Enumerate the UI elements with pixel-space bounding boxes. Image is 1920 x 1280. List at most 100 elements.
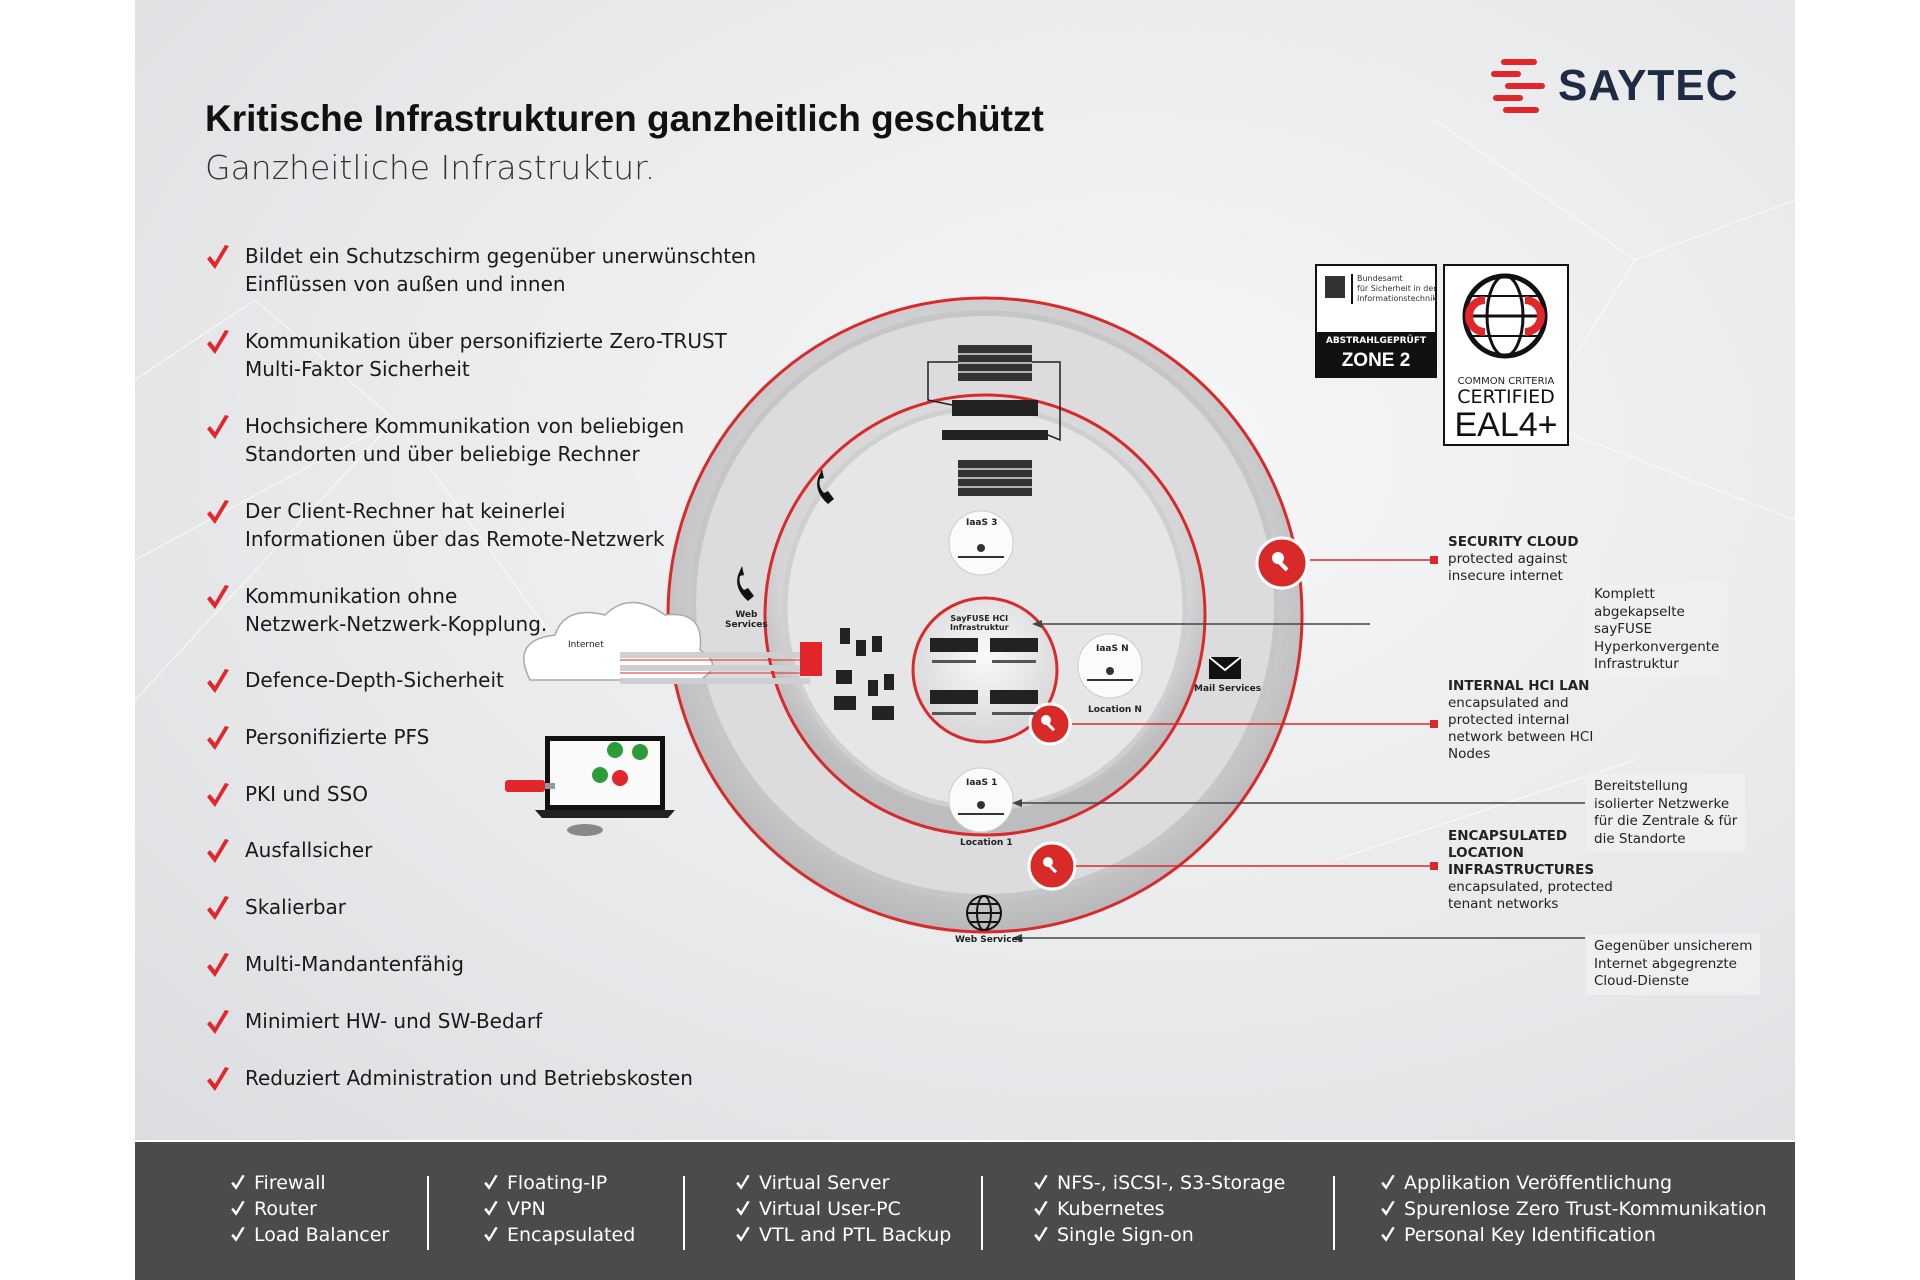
iaas-node-n	[1077, 633, 1143, 699]
hci-servers	[930, 638, 1038, 704]
bottom-item-label: VPN	[507, 1198, 546, 1220]
cc-line2: CERTIFIED	[1457, 386, 1555, 408]
check-icon	[484, 1227, 498, 1242]
check-icon	[231, 1175, 245, 1190]
bottom-item-label: Spurenlose Zero Trust-Kommunikation	[1404, 1198, 1767, 1220]
bottom-item-label: Single Sign-on	[1057, 1224, 1194, 1246]
note-gegenueber: Gegenüber unsicherem Internet abgegrenzt…	[1586, 934, 1761, 995]
bottom-item: Floating-IP	[483, 1170, 635, 1196]
bottom-item: VTL and PTL Backup	[735, 1222, 951, 1248]
feature-item: Kommunikation ohne Netzwerk-Netzwerk-Kop…	[205, 582, 547, 638]
bottom-item: NFS-, iSCSI-, S3-Storage	[1033, 1170, 1285, 1196]
page-title: Kritische Infrastrukturen ganzheitlich g…	[205, 98, 1044, 139]
check-icon	[207, 953, 229, 977]
check-icon	[1034, 1201, 1048, 1216]
firewall-middle	[958, 460, 1032, 496]
check-icon	[484, 1175, 498, 1190]
bsi-line2: ZONE 2	[1341, 350, 1411, 371]
cc-line1: COMMON CRITERIA	[1457, 376, 1555, 387]
check-icon	[1381, 1175, 1395, 1190]
location1-label: Location 1	[960, 838, 1013, 848]
bottom-separator	[427, 1176, 429, 1250]
bottom-item: Personal Key Identification	[1380, 1222, 1767, 1248]
phone-icon-web	[737, 566, 754, 601]
feature-text: Kommunikation über personifizierte Zero-…	[245, 329, 727, 381]
check-icon	[736, 1175, 750, 1190]
check-icon	[1034, 1227, 1048, 1242]
feature-text: Der Client-Rechner hat keinerlei Informa…	[245, 499, 665, 551]
bottom-item-label: Router	[254, 1198, 317, 1220]
bottom-item: Spurenlose Zero Trust-Kommunikation	[1380, 1196, 1767, 1222]
feature-item: Bildet ein Schutzschirm gegenüber unerwü…	[205, 242, 756, 298]
mail-icon	[1208, 656, 1242, 679]
bottom-item-label: Load Balancer	[254, 1224, 390, 1246]
bottom-item: Encapsulated	[483, 1222, 635, 1248]
web-services-top-label: Web Services	[725, 610, 768, 630]
feature-item: Minimiert HW- und SW-Bedarf	[205, 1007, 542, 1037]
feature-item: Personifizierte PFS	[205, 723, 429, 753]
bottom-separator	[1333, 1176, 1335, 1250]
brand-name: SAYTEC	[1558, 61, 1739, 110]
check-icon	[207, 330, 229, 354]
bottom-item-label: Virtual User-PC	[759, 1198, 901, 1220]
callout-internal-hci-title: INTERNAL HCI LAN	[1448, 678, 1590, 694]
hci-ring	[911, 596, 1059, 744]
mail-services-label: Mail Services	[1194, 684, 1262, 694]
firewall-top	[958, 345, 1032, 381]
iaas-node-3	[948, 510, 1014, 576]
check-icon	[207, 1067, 229, 1091]
iaas3-label: IaaS 3	[966, 518, 998, 528]
bottom-item-label: Kubernetes	[1057, 1198, 1165, 1220]
router-devices	[927, 361, 1061, 442]
network-mesh-background	[135, 119, 1795, 861]
check-icon	[207, 726, 229, 750]
callout-security-cloud-text: protected against insecure internet	[1448, 551, 1568, 584]
check-icon	[1034, 1175, 1048, 1190]
check-icon	[736, 1201, 750, 1216]
bottom-item: Applikation Veröffentlichung	[1380, 1170, 1767, 1196]
check-icon	[736, 1227, 750, 1242]
bottom-item-label: Personal Key Identification	[1404, 1224, 1656, 1246]
key-icons	[1041, 552, 1289, 874]
bsi-authority: Bundesamt für Sicherheit in der Informat…	[1357, 274, 1437, 303]
check-icon	[207, 500, 229, 524]
phone-icon-top	[817, 469, 834, 504]
bottom-item-label: VTL and PTL Backup	[759, 1224, 952, 1246]
bottom-column: Floating-IP VPN Encapsulated	[483, 1170, 635, 1248]
feature-text: Multi-Mandantenfähig	[245, 952, 464, 976]
check-icon	[207, 415, 229, 439]
bottom-item-label: Encapsulated	[507, 1224, 636, 1246]
feature-text: Minimiert HW- und SW-Bedarf	[245, 1009, 543, 1033]
iaas-node-1	[948, 767, 1014, 833]
bsi-line1: ABSTRAHLGEPRÜFT	[1325, 336, 1427, 346]
bottom-item-label: Floating-IP	[507, 1172, 608, 1194]
feature-item: Kommunikation über personifizierte Zero-…	[205, 327, 727, 383]
iaas1-label: IaaS 1	[966, 778, 998, 788]
internet-label: Internet	[568, 640, 604, 650]
feature-item: Ausfallsicher	[205, 836, 372, 866]
cc-line3: EAL4+	[1454, 406, 1558, 444]
saytec-logo[interactable]: SAYTEC	[1490, 56, 1738, 116]
check-icon	[231, 1227, 245, 1242]
bottom-item: Router	[230, 1196, 389, 1222]
common-criteria-badge: COMMON CRITERIA CERTIFIED EAL4+	[1443, 264, 1569, 446]
web-services-bottom-label: Web Services	[955, 935, 1024, 945]
callout-encapsulated-title: ENCAPSULATED LOCATION INFRASTRUCTURES	[1448, 828, 1595, 878]
note-bereitstellung: Bereitstellung isolierter Netzwerke für …	[1586, 774, 1746, 852]
connector-lines	[1020, 623, 1585, 939]
callout-encapsulated: ENCAPSULATED LOCATION INFRASTRUCTURES en…	[1448, 828, 1613, 913]
check-icon	[207, 1010, 229, 1034]
bottom-separator	[981, 1176, 983, 1250]
bsi-zone2-badge: Bundesamt für Sicherheit in der Informat…	[1315, 264, 1437, 378]
bottom-item-label: Firewall	[254, 1172, 326, 1194]
tunnel-lines	[620, 652, 810, 684]
feature-text: Personifizierte PFS	[245, 725, 430, 749]
callout-lines	[1072, 559, 1432, 867]
card-reader-icon	[567, 824, 603, 836]
feature-text: Bildet ein Schutzschirm gegenüber unerwü…	[245, 244, 757, 296]
check-icon	[1381, 1227, 1395, 1242]
check-icon	[207, 585, 229, 609]
